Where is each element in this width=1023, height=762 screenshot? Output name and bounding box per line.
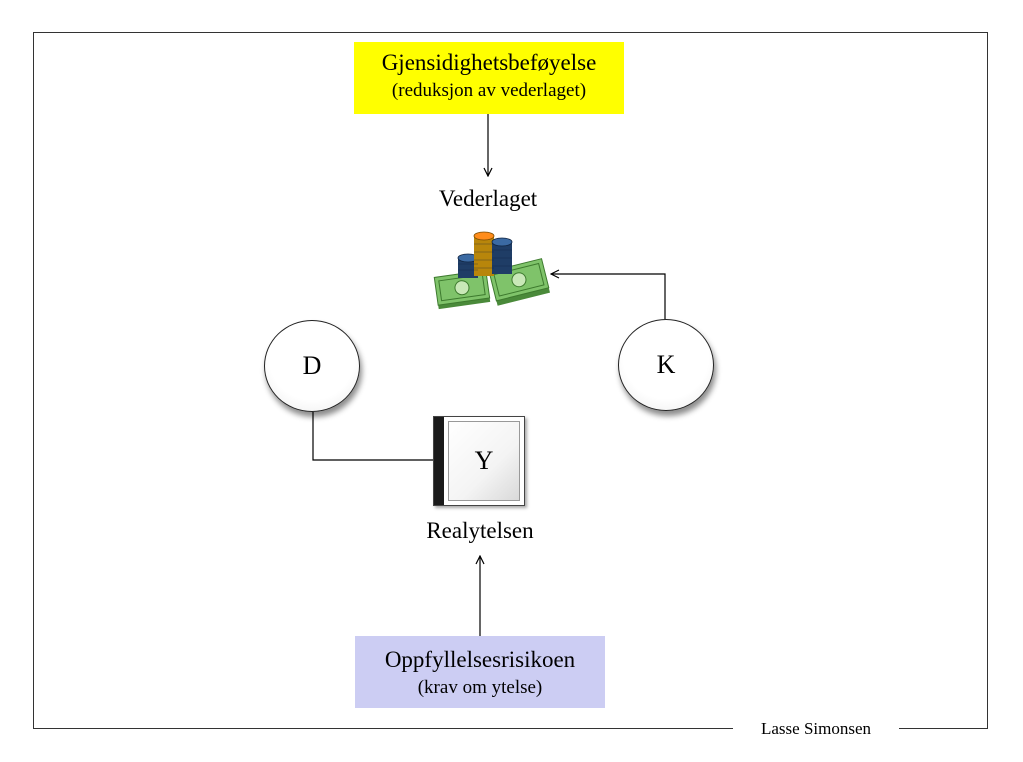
node-y-label: Y — [474, 446, 494, 475]
node-y: Y — [433, 416, 525, 506]
reciprocity-remedy-box: Gjensidighetsbeføyelse (reduksjon av ved… — [354, 42, 624, 114]
node-k-label: K — [656, 350, 676, 379]
realytelsen-label: Realytelsen — [426, 518, 534, 543]
node-k: K — [618, 319, 714, 411]
arrow-d-to-y — [312, 412, 444, 460]
performance-risk-title: Oppfyllelsesrisikoen — [384, 647, 576, 672]
footer-author: Lasse Simonsen — [733, 718, 899, 740]
node-d-label: D — [302, 351, 322, 380]
reciprocity-remedy-title: Gjensidighetsbeføyelse — [381, 50, 597, 75]
money-coins-icon — [433, 231, 551, 310]
node-d: D — [264, 320, 360, 412]
performance-risk-subtitle: (krav om ytelse) — [417, 677, 543, 698]
slide-frame — [33, 32, 988, 729]
arrow-k-to-money — [551, 274, 666, 319]
performance-risk-box: Oppfyllelsesrisikoen (krav om ytelse) — [355, 636, 605, 708]
reciprocity-remedy-subtitle: (reduksjon av vederlaget) — [391, 80, 587, 101]
vederlaget-label: Vederlaget — [438, 186, 538, 211]
